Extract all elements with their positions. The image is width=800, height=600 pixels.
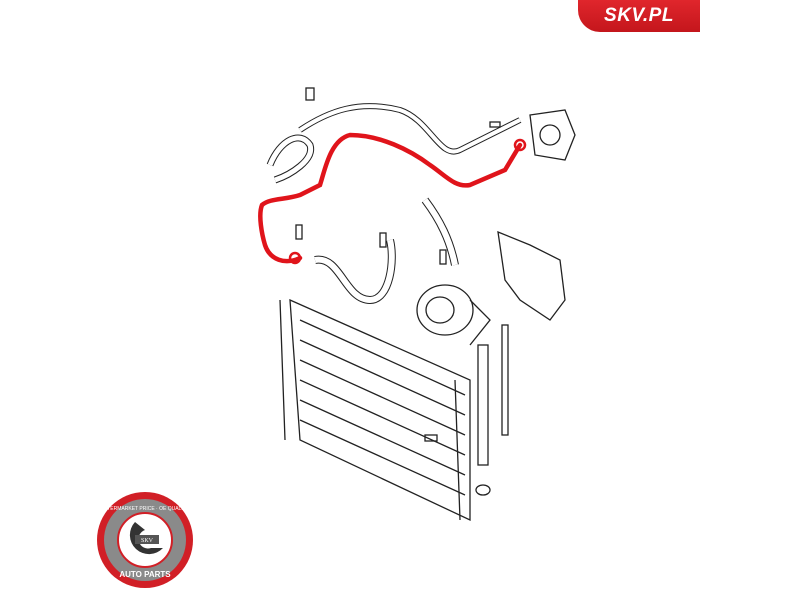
highlighted-ac-hose (258, 132, 523, 264)
seal-bottom-text: AUTO PARTS (119, 570, 171, 579)
heat-shield (497, 230, 566, 321)
seal-center-text: SKV (141, 538, 154, 544)
expansion-valve (529, 109, 576, 161)
compressor (416, 284, 491, 346)
brand-logo[interactable]: SKV.PL (578, 0, 700, 32)
condenser (279, 298, 471, 522)
receiver-drier (477, 344, 489, 466)
skv-auto-parts-seal: SKV AFTERMARKET PRICE · OE QUALITY AUTO … (97, 492, 193, 588)
drier-rod (501, 324, 509, 436)
seal-top-text: AFTERMARKET PRICE · OE QUALITY (101, 506, 190, 512)
bolts (295, 87, 501, 442)
